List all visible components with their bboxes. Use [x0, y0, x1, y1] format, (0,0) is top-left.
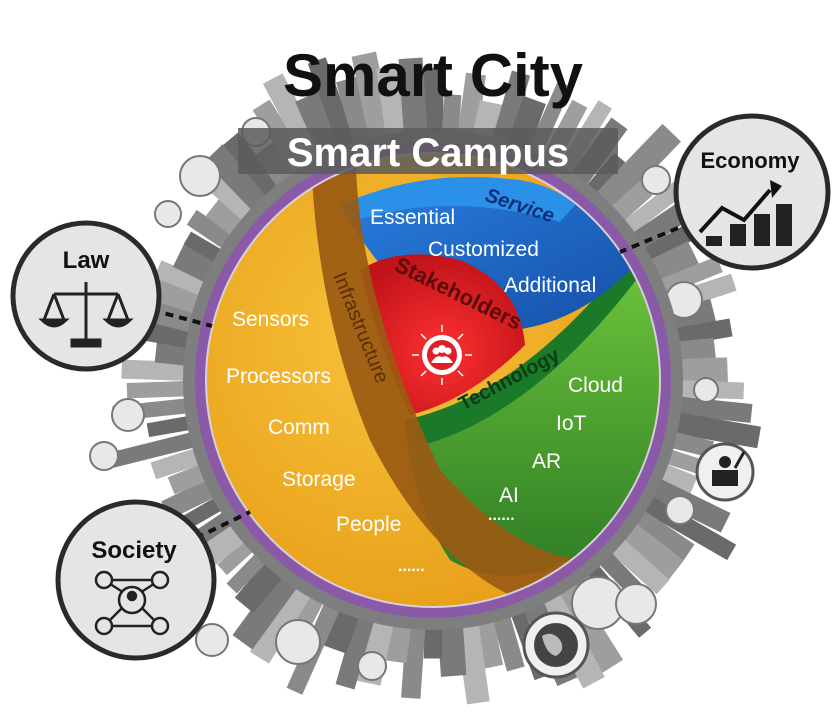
- growth-chart-icon: [698, 180, 792, 246]
- technology-item-ai: AI: [499, 484, 519, 507]
- building: [204, 144, 277, 218]
- building: [121, 359, 196, 382]
- infrastructure-item-sensors: Sensors: [232, 308, 309, 331]
- service-band: [340, 176, 575, 222]
- building: [603, 532, 670, 595]
- bubble: [275, 619, 321, 665]
- law-label: Law: [63, 247, 110, 274]
- service-item-additional: Additional: [504, 274, 596, 297]
- stakeholders-region: [360, 254, 525, 415]
- scales-icon: [38, 282, 134, 348]
- subtitle-backdrop: [238, 128, 618, 174]
- person-podium-icon: [695, 442, 755, 502]
- bubble: [89, 441, 119, 471]
- bubble: [154, 200, 182, 228]
- economy-label: Economy: [700, 148, 800, 173]
- economy-badge: Economy: [673, 113, 831, 271]
- bubble: [615, 583, 657, 625]
- bubble: [179, 155, 221, 197]
- bubble: [665, 495, 695, 525]
- technology-region: [405, 270, 659, 576]
- decorative-bubbles: [89, 117, 719, 681]
- building: [650, 256, 723, 299]
- building: [489, 606, 525, 672]
- building: [107, 429, 204, 469]
- society-badge: Society: [55, 499, 217, 661]
- building: [249, 575, 317, 664]
- infrastructure-item-people: People: [336, 513, 401, 536]
- economy-connector: [619, 226, 679, 254]
- service-item-essential: Essential: [370, 206, 455, 229]
- building: [665, 318, 733, 348]
- core: [207, 154, 659, 606]
- bubble: [111, 398, 145, 432]
- law-connector: [151, 308, 213, 328]
- bubble: [693, 377, 719, 403]
- infrastructure-band: [312, 164, 590, 600]
- infrastructure-item-comm: Comm: [268, 416, 330, 439]
- building: [232, 565, 303, 650]
- building: [126, 380, 196, 399]
- infrastructure-item-processors: Processors: [226, 365, 331, 388]
- building: [634, 491, 737, 561]
- globe-icon: [522, 611, 590, 679]
- building: [670, 357, 728, 384]
- bubble: [195, 623, 229, 657]
- building: [422, 67, 444, 142]
- technology-item-ar: AR: [532, 450, 561, 473]
- network-people-icon: [94, 570, 170, 636]
- technology-item-cloud: Cloud: [568, 374, 623, 397]
- page-title: Smart City: [283, 42, 584, 109]
- building: [436, 616, 467, 677]
- group-people-icon: [412, 325, 472, 385]
- technology-item-more: ......: [488, 507, 515, 524]
- infrastructure-item-storage: Storage: [282, 468, 356, 491]
- service-item-customized: Customized: [428, 238, 539, 261]
- building: [589, 123, 682, 218]
- technology-band: [405, 262, 640, 448]
- bubble: [641, 165, 671, 195]
- page-subtitle: Smart Campus: [287, 131, 569, 175]
- society-label: Society: [91, 537, 177, 564]
- technology-item-iot: IoT: [556, 412, 587, 435]
- building: [624, 504, 695, 561]
- building: [335, 606, 377, 690]
- building: [398, 57, 429, 144]
- building: [665, 410, 761, 449]
- bubble: [357, 651, 387, 681]
- building: [624, 199, 694, 256]
- infrastructure-item-more: ......: [398, 558, 425, 575]
- society-connector: [195, 510, 251, 540]
- law-badge: Law: [10, 220, 162, 372]
